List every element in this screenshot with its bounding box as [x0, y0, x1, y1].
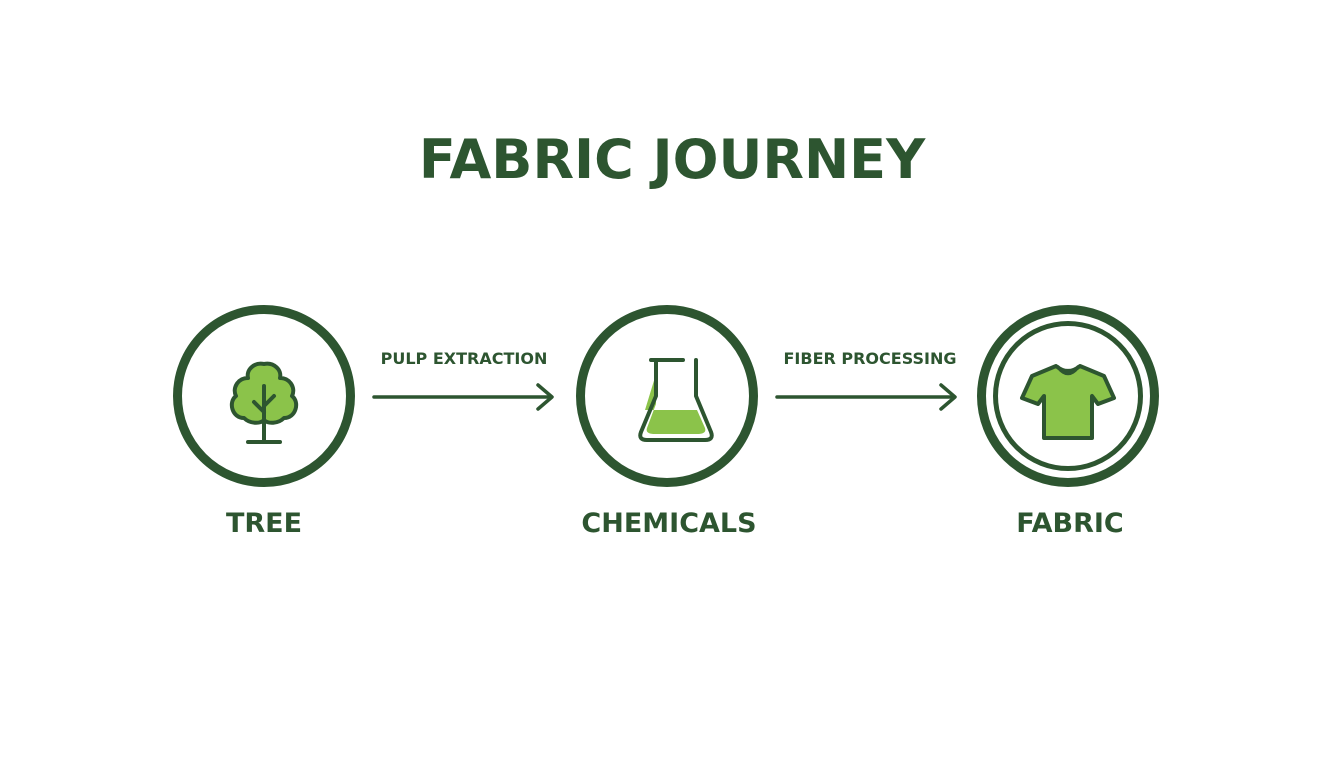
diagram-title: FABRIC JOURNEY	[418, 128, 926, 191]
flask-icon	[638, 358, 714, 442]
tree-icon	[229, 361, 299, 444]
arrow-right-icon	[372, 383, 554, 411]
fabric-node	[977, 305, 1159, 487]
pulp-extraction-label: PULP EXTRACTION	[380, 349, 548, 368]
chemicals-node	[576, 305, 758, 487]
tree-label: TREE	[225, 508, 303, 539]
t-shirt-icon	[1020, 364, 1116, 440]
fiber-processing-label: FIBER PROCESSING	[783, 349, 957, 368]
chemicals-label: CHEMICALS	[581, 508, 757, 539]
arrow-right-icon	[775, 383, 957, 411]
tree-node	[173, 305, 355, 487]
fabric-label: FABRIC	[1016, 508, 1124, 539]
